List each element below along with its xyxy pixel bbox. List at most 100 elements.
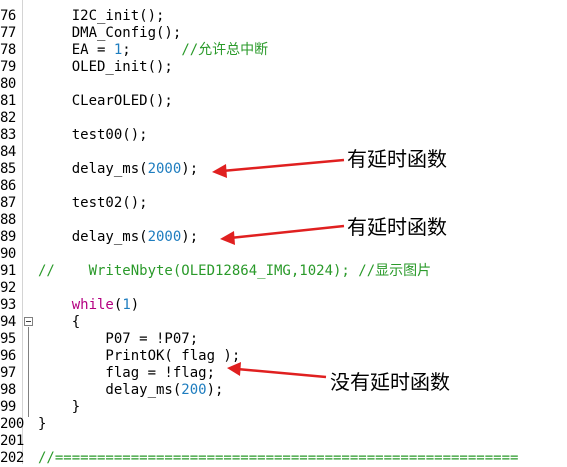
annotation-delay2: 有延时函数 xyxy=(347,215,447,239)
code-line[interactable]: 98 delay_ms(200); xyxy=(0,382,567,399)
code-text[interactable]: test02(); xyxy=(38,195,148,212)
line-number: 200 xyxy=(0,416,24,432)
code-text[interactable]: delay_ms(200); xyxy=(38,382,223,399)
code-token: { xyxy=(38,314,81,330)
code-text[interactable]: delay_ms(2000); xyxy=(38,161,198,178)
line-number: 89 xyxy=(0,229,16,245)
line-number: 88 xyxy=(0,212,16,228)
code-token: I2C_init(); xyxy=(38,8,165,24)
code-text[interactable]: //======================================… xyxy=(38,450,518,467)
code-line[interactable]: 94 { xyxy=(0,314,567,331)
code-token: delay_ms( xyxy=(38,229,148,245)
code-token: DMA_Config(); xyxy=(38,25,182,41)
code-token: test00(); xyxy=(38,127,148,143)
code-token: } xyxy=(38,399,81,415)
code-token: ( xyxy=(113,297,123,313)
code-text[interactable]: DMA_Config(); xyxy=(38,25,182,42)
code-line[interactable]: 82 xyxy=(0,110,567,127)
code-text[interactable]: delay_ms(2000); xyxy=(38,229,198,246)
code-text[interactable]: PrintOK( flag ); xyxy=(38,348,240,365)
code-line[interactable]: 78 EA = 1; //允许总中断 xyxy=(0,42,567,59)
code-token: CLearOLED(); xyxy=(38,93,173,109)
line-number: 95 xyxy=(0,331,16,347)
code-text[interactable]: P07 = !P07; xyxy=(38,331,198,348)
code-token: OLED_init(); xyxy=(38,59,173,75)
code-token: while xyxy=(71,297,114,313)
code-line[interactable]: 96 PrintOK( flag ); xyxy=(0,348,567,365)
code-text[interactable]: flag = !flag; xyxy=(38,365,215,382)
code-text[interactable]: OLED_init(); xyxy=(38,59,173,76)
code-text[interactable]: EA = 1; //允许总中断 xyxy=(38,42,268,59)
line-number: 201 xyxy=(0,433,24,449)
code-line[interactable]: 80 xyxy=(0,76,567,93)
code-line[interactable]: 92 xyxy=(0,280,567,297)
line-number: 94 xyxy=(0,314,16,330)
line-number: 78 xyxy=(0,42,16,58)
code-line[interactable]: 84 xyxy=(0,144,567,161)
annotation-delay1: 有延时函数 xyxy=(347,147,447,171)
line-number: 87 xyxy=(0,195,16,211)
code-line[interactable]: 81 CLearOLED(); xyxy=(0,93,567,110)
code-text[interactable]: while(1) xyxy=(38,297,139,314)
code-text[interactable]: I2C_init(); xyxy=(38,8,165,25)
code-line[interactable]: 88 xyxy=(0,212,567,229)
line-number: 86 xyxy=(0,178,16,194)
gutter-divider xyxy=(22,0,23,464)
code-text[interactable]: CLearOLED(); xyxy=(38,93,173,110)
code-line[interactable]: 90 xyxy=(0,246,567,263)
line-number: 91 xyxy=(0,263,16,279)
code-text[interactable]: // WriteNbyte(OLED12864_IMG,1024); //显示图… xyxy=(38,263,431,280)
code-token: 1 xyxy=(113,42,123,58)
code-line[interactable]: 202 //===================================… xyxy=(0,450,567,467)
line-number: 98 xyxy=(0,382,16,398)
code-line[interactable]: 86 xyxy=(0,178,567,195)
code-text[interactable]: { xyxy=(38,314,80,331)
code-line[interactable]: 95 P07 = !P07; xyxy=(0,331,567,348)
code-token: P07 = !P07; xyxy=(38,331,199,347)
code-line[interactable]: 201 xyxy=(0,433,567,450)
code-line[interactable]: 83 test00(); xyxy=(0,127,567,144)
line-number: 99 xyxy=(0,399,16,415)
line-number: 80 xyxy=(0,76,16,92)
code-token: //======================================… xyxy=(38,450,519,466)
code-line[interactable]: 87 test02(); xyxy=(0,195,567,212)
code-token: ) xyxy=(130,297,140,313)
arrow-delay1-icon xyxy=(212,158,345,178)
code-line[interactable]: 85 delay_ms(2000); xyxy=(0,161,567,178)
code-line[interactable]: 76 I2C_init(); xyxy=(0,8,567,25)
code-token: test02(); xyxy=(38,195,148,211)
code-token: 1 xyxy=(122,297,131,313)
code-text[interactable]: } xyxy=(38,399,80,416)
code-token: EA = xyxy=(38,42,114,58)
line-number: 85 xyxy=(0,161,16,177)
code-token: 200 xyxy=(181,382,207,398)
code-token: // WriteNbyte(OLED12864_IMG,1024); //显示图… xyxy=(38,263,432,279)
code-token: PrintOK( flag ); xyxy=(38,348,241,364)
code-line[interactable]: 77 DMA_Config(); xyxy=(0,25,567,42)
code-token: //允许总中断 xyxy=(181,42,269,58)
code-line[interactable]: 93 while(1) xyxy=(0,297,567,314)
code-line[interactable]: 99 } xyxy=(0,399,567,416)
fold-guide-line xyxy=(28,327,29,417)
code-token: delay_ms( xyxy=(38,161,148,177)
code-line[interactable]: 91 // WriteNbyte(OLED12864_IMG,1024); //显… xyxy=(0,263,567,280)
line-number: 97 xyxy=(0,365,16,381)
code-token: ; xyxy=(122,42,182,58)
code-token: 2000 xyxy=(147,161,182,177)
code-text[interactable]: test00(); xyxy=(38,127,148,144)
line-number: 82 xyxy=(0,110,16,126)
code-line[interactable]: 97 flag = !flag; xyxy=(0,365,567,382)
code-token: ); xyxy=(181,161,199,177)
line-number: 202 xyxy=(0,450,24,466)
code-text[interactable]: } xyxy=(38,416,46,433)
fold-toggle-icon[interactable] xyxy=(24,317,33,326)
line-number: 76 xyxy=(0,8,16,24)
code-line[interactable]: 89 delay_ms(2000); xyxy=(0,229,567,246)
code-token: ); xyxy=(206,382,224,398)
code-line[interactable]: 200} xyxy=(0,416,567,433)
code-line[interactable]: 79 OLED_init(); xyxy=(0,59,567,76)
code-token: flag = !flag; xyxy=(38,365,216,381)
line-number: 83 xyxy=(0,127,16,143)
